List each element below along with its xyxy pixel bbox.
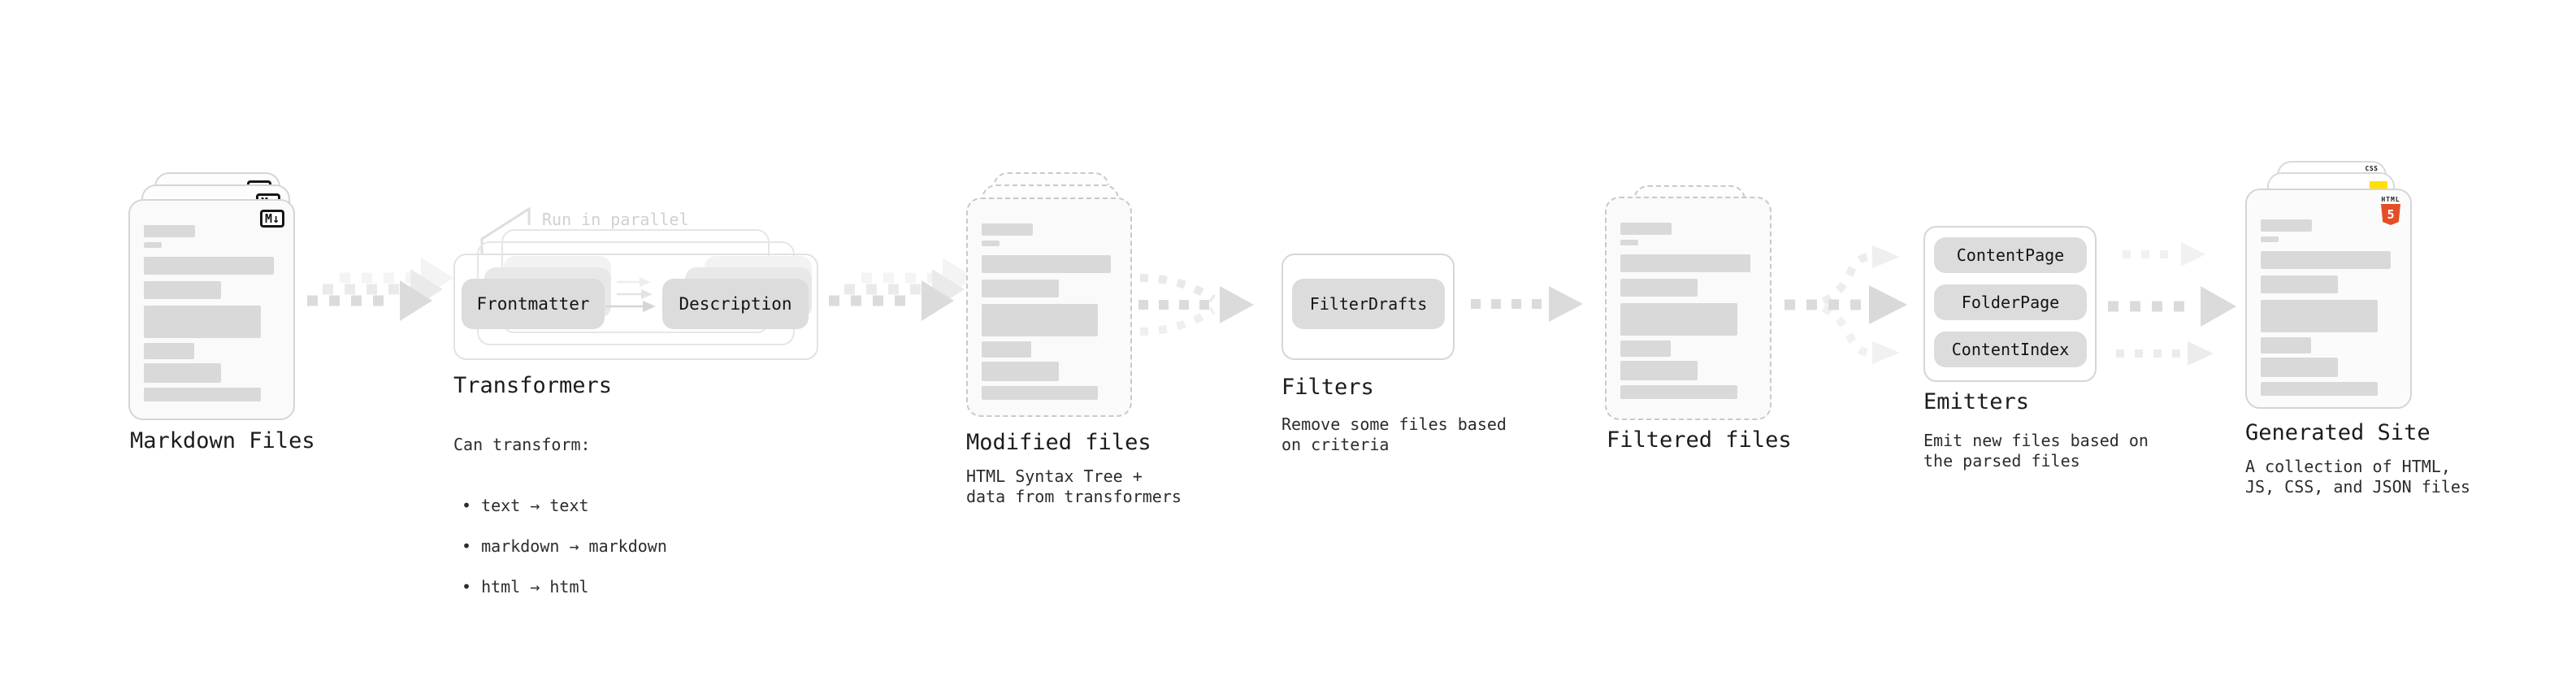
- arrow-filtered-to-emitters: [1785, 245, 1907, 364]
- file-content-placeholder: [2261, 219, 2396, 396]
- arrow-emitters-to-generated: [2108, 242, 2236, 366]
- transform-bullet-list: • text → text • markdown → markdown • ht…: [453, 475, 667, 618]
- html5-icon-shield: 5: [2381, 204, 2400, 225]
- placeholder-bar: [2261, 275, 2339, 293]
- folderpage-pill: FolderPage: [1934, 284, 2087, 320]
- filters-title: Filters: [1281, 375, 1374, 400]
- filters-description: Remove some files based on criteria: [1281, 414, 1507, 454]
- placeholder-bar: [1620, 303, 1737, 336]
- placeholder-bar: [1620, 254, 1751, 272]
- placeholder-bar: [982, 280, 1059, 297]
- placeholder-bar: [144, 242, 162, 248]
- arrow-markdown-to-transformers: [307, 258, 453, 321]
- bullet-item: • text → text: [462, 496, 589, 515]
- placeholder-bar: [2261, 358, 2339, 377]
- html5-icon: HTML 5: [2381, 196, 2400, 225]
- generated-site-title: Generated Site: [2245, 420, 2431, 445]
- css-icon-label: CSS: [2365, 165, 2379, 172]
- file-content-placeholder: [144, 225, 280, 401]
- placeholder-bar: [1620, 240, 1638, 245]
- arrow-filters-to-filtered: [1471, 286, 1583, 322]
- markdown-icon: M↓: [259, 210, 284, 228]
- emitters-description: Emit new files based on the parsed files: [1923, 431, 2149, 471]
- filtered-file-card: [1605, 197, 1772, 420]
- placeholder-bar: [144, 363, 222, 383]
- placeholder-bar: [144, 388, 261, 401]
- generated-html-file-card: HTML 5: [2245, 189, 2412, 409]
- can-transform-heading: Can transform:: [453, 435, 591, 454]
- frontmatter-pill: Frontmatter: [462, 279, 605, 329]
- filters-frame: [1281, 254, 1455, 360]
- filterdrafts-pill: FilterDrafts: [1292, 279, 1445, 329]
- generated-site-description: A collection of HTML, JS, CSS, and JSON …: [2245, 457, 2470, 497]
- file-content-placeholder: [982, 223, 1117, 400]
- placeholder-bar: [144, 306, 261, 338]
- placeholder-bar: [1620, 279, 1698, 297]
- emitters-title: Emitters: [1923, 389, 2030, 414]
- placeholder-bar: [1620, 340, 1671, 357]
- markdown-file-card: M↓: [128, 199, 295, 420]
- placeholder-bar: [144, 343, 194, 359]
- placeholder-bar: [2261, 219, 2313, 232]
- placeholder-bar: [144, 257, 275, 275]
- arrow-transformers-to-modified: [829, 258, 975, 321]
- parallel-mini-arrows: [605, 277, 656, 312]
- emitters-frame: [1923, 226, 2097, 382]
- transformers-description: Can transform: • text → text • markdown …: [453, 414, 667, 638]
- placeholder-bar: [982, 241, 1000, 246]
- placeholder-bar: [982, 341, 1032, 358]
- placeholder-bar: [982, 362, 1059, 381]
- placeholder-bar: [982, 223, 1034, 236]
- html5-icon-number: 5: [2387, 207, 2395, 222]
- bullet-item: • markdown → markdown: [462, 536, 667, 556]
- placeholder-bar: [2261, 337, 2311, 354]
- placeholder-bar: [1620, 223, 1672, 235]
- placeholder-bar: [2261, 251, 2392, 269]
- bullet-item: • html → html: [462, 577, 589, 596]
- modified-files-description: HTML Syntax Tree + data from transformer…: [966, 466, 1182, 506]
- placeholder-bar: [1620, 385, 1737, 399]
- contentpage-pill: ContentPage: [1934, 237, 2087, 273]
- modified-files-title: Modified files: [966, 430, 1151, 455]
- transformers-title: Transformers: [453, 373, 613, 398]
- description-pill: Description: [662, 279, 809, 329]
- placeholder-bar: [2261, 382, 2378, 396]
- javascript-icon: [2370, 181, 2387, 190]
- filtered-files-title: Filtered files: [1607, 427, 1792, 453]
- transformer-frame: [453, 254, 818, 360]
- placeholder-bar: [982, 386, 1098, 400]
- placeholder-bar: [144, 281, 222, 299]
- file-content-placeholder: [1620, 223, 1756, 399]
- arrow-modified-to-filters: [1138, 274, 1254, 336]
- html5-icon-label: HTML: [2381, 196, 2400, 203]
- placeholder-bar: [982, 304, 1098, 336]
- placeholder-bar: [2261, 300, 2378, 332]
- placeholder-bar: [2261, 236, 2279, 242]
- run-in-parallel-note: Run in parallel: [542, 210, 689, 229]
- modified-file-card: [966, 197, 1132, 417]
- placeholder-bar: [982, 255, 1112, 273]
- contentindex-pill: ContentIndex: [1934, 332, 2087, 367]
- markdown-files-title: Markdown Files: [130, 428, 315, 453]
- placeholder-bar: [1620, 361, 1698, 380]
- placeholder-bar: [144, 225, 196, 237]
